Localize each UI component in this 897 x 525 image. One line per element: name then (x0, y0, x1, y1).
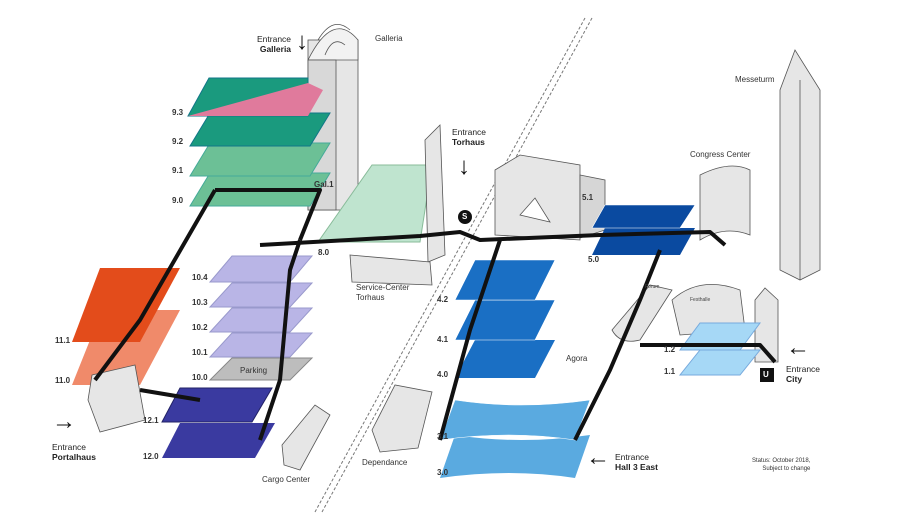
entrance-hall-3-east-name: Hall 3 East (615, 462, 658, 472)
gal1-label: Gal.1 (314, 180, 334, 189)
arrow-left-icon: ← (786, 334, 810, 361)
messeturm-label: Messeturm (735, 75, 775, 84)
hall-9-2[interactable] (189, 112, 331, 147)
parking-label: Parking (240, 366, 268, 375)
entrance-city[interactable]: Entrance City (786, 364, 820, 384)
level-4-0: 4.0 (437, 370, 449, 379)
hall-10-3[interactable] (208, 282, 314, 308)
level-4-1: 4.1 (437, 335, 449, 344)
status-disclaimer: Subject to change (762, 466, 811, 472)
entrance-torhaus-name: Torhaus (452, 137, 485, 147)
level-12-1: 12.1 (143, 416, 159, 425)
level-11-0: 11.0 (55, 376, 71, 385)
u-bahn-icon (760, 368, 774, 382)
cargo-center-label: Cargo Center (262, 475, 311, 484)
level-4-2: 4.2 (437, 295, 449, 304)
festhalle-label: Festhalle (690, 297, 711, 303)
level-10-1: 10.1 (192, 348, 208, 357)
dependance-label: Dependance (362, 458, 408, 467)
service-center-sub: Torhaus (356, 293, 385, 302)
entrance-hall-3-east[interactable]: Entrance Hall 3 East (615, 452, 658, 472)
hall-4-0[interactable] (455, 340, 555, 378)
entrance-galleria-label: Entrance (257, 34, 292, 44)
level-5-0: 5.0 (588, 255, 600, 264)
forum-label: Forum (645, 284, 660, 290)
level-10-3: 10.3 (192, 298, 208, 307)
level-1-1: 1.1 (664, 367, 676, 376)
galleria-label: Galleria (375, 34, 403, 43)
torhaus-building[interactable] (349, 124, 446, 286)
level-12-0: 12.0 (143, 452, 159, 461)
status-date: Status: October 2018, (752, 458, 811, 464)
cargo-center-building[interactable] (281, 404, 331, 471)
hall-5-1[interactable] (591, 204, 696, 229)
messeturm-building[interactable] (779, 49, 821, 281)
u-bahn-letter: U (763, 370, 769, 379)
arrow-right-icon: → (52, 408, 76, 435)
entrance-portalhaus[interactable]: Entrance Portalhaus (52, 442, 96, 462)
service-center-label: Service-Center Torhaus (356, 283, 409, 303)
level-1-2: 1.2 (664, 345, 676, 354)
hall-12-0[interactable] (162, 423, 275, 458)
festhalle-building[interactable] (671, 284, 746, 336)
hall-3-1[interactable] (439, 399, 591, 441)
entrance-torhaus-label: Entrance (452, 127, 487, 137)
s-bahn-icon (458, 210, 472, 224)
entrance-torhaus[interactable]: Entrance Torhaus (452, 127, 486, 147)
s-bahn-letter: S (462, 212, 468, 221)
level-8-0: 8.0 (318, 248, 330, 257)
hall-4-2[interactable] (454, 259, 556, 301)
arrow-down-icon: ↓ (296, 28, 308, 55)
hall-4-1[interactable] (454, 299, 556, 341)
status-note: Status: October 2018, Subject to change (752, 457, 810, 473)
level-3-1: 3.1 (437, 432, 449, 441)
service-center-name: Service-Center (356, 283, 410, 292)
congress-center-building[interactable] (699, 165, 751, 241)
hall-10-2[interactable] (208, 307, 314, 333)
hall-10-1[interactable] (208, 332, 314, 358)
entrance-portalhaus-name: Portalhaus (52, 452, 96, 462)
entrance-galleria[interactable]: Entrance Galleria (257, 34, 291, 54)
entrance-city-name: City (786, 374, 803, 384)
dependance-building[interactable] (371, 384, 433, 453)
agora-label: Agora (566, 354, 588, 363)
hall-10-4[interactable] (208, 255, 314, 283)
congress-center-label: Congress Center (690, 150, 751, 159)
level-10-4: 10.4 (192, 273, 208, 282)
hall-3-0[interactable] (440, 435, 590, 478)
hall-9-1[interactable] (189, 142, 331, 177)
agora-building[interactable] (494, 154, 606, 241)
entrance-hall-3-east-label: Entrance (615, 452, 650, 462)
level-9-1: 9.1 (172, 166, 184, 175)
hall-11-1[interactable] (72, 268, 180, 342)
walkway-network (93, 188, 777, 441)
portalhaus-building[interactable] (87, 364, 146, 433)
arrow-left-icon: ← (586, 444, 610, 471)
level-9-3: 9.3 (172, 108, 184, 117)
parking-10-0[interactable] (208, 357, 314, 381)
hall-1-1[interactable] (678, 349, 762, 376)
entrance-galleria-name: Galleria (259, 44, 292, 54)
level-11-1: 11.1 (55, 336, 71, 345)
level-9-2: 9.2 (172, 137, 184, 146)
hall-12-1[interactable] (161, 387, 273, 423)
hall-9-3-pink-section[interactable] (188, 83, 323, 116)
level-5-1: 5.1 (582, 193, 594, 202)
entrance-portalhaus-label: Entrance (52, 442, 87, 452)
level-10-0: 10.0 (192, 373, 208, 382)
arrow-down-icon: ↓ (458, 153, 470, 180)
railway-divider (314, 17, 593, 513)
level-3-0: 3.0 (437, 468, 449, 477)
level-9-0: 9.0 (172, 196, 184, 205)
entrance-city-label: Entrance (786, 364, 821, 374)
level-10-2: 10.2 (192, 323, 208, 332)
